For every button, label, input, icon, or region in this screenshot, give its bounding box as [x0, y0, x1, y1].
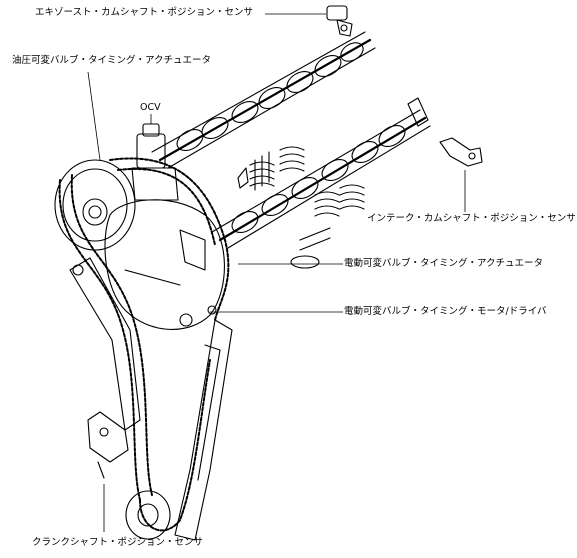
label-crank-sensor: クランクシャフト・ポジション・センサ	[32, 537, 204, 548]
crank-sprocket	[125, 490, 171, 540]
exhaust-cam-sensor-part	[326, 5, 353, 37]
label-exhaust-cam-sensor: エキゾースト・カムシャフト・ポジション・センサ	[35, 7, 254, 18]
leader-lines	[87, 13, 466, 532]
exhaust-camshaft	[151, 31, 376, 169]
label-ocv: OCV	[140, 102, 161, 113]
valve-springs	[237, 146, 365, 269]
timing-chain	[58, 157, 230, 532]
intake-cam-sensor-part	[439, 137, 483, 167]
label-electric-vvt-actuator: 電動可変バルブ・タイミング・アクチュエータ	[344, 258, 544, 269]
crank-sensor-part	[87, 411, 129, 479]
intake-camshaft	[211, 97, 431, 249]
label-hydraulic-vvt-actuator: 油圧可変バルブ・タイミング・アクチュエータ	[12, 55, 212, 66]
label-electric-vvt-motor-driver: 電動可変バルブ・タイミング・モータ/ドライバ	[344, 306, 547, 317]
hydraulic-vvt-sprocket	[54, 159, 136, 251]
label-intake-cam-sensor: インテーク・カムシャフト・ポジション・センサ	[367, 213, 576, 224]
electric-vvt-housing	[104, 199, 225, 330]
ocv-part	[131, 123, 179, 201]
chain-tensioner-arm	[174, 319, 233, 541]
chain-guide-left	[69, 257, 141, 431]
